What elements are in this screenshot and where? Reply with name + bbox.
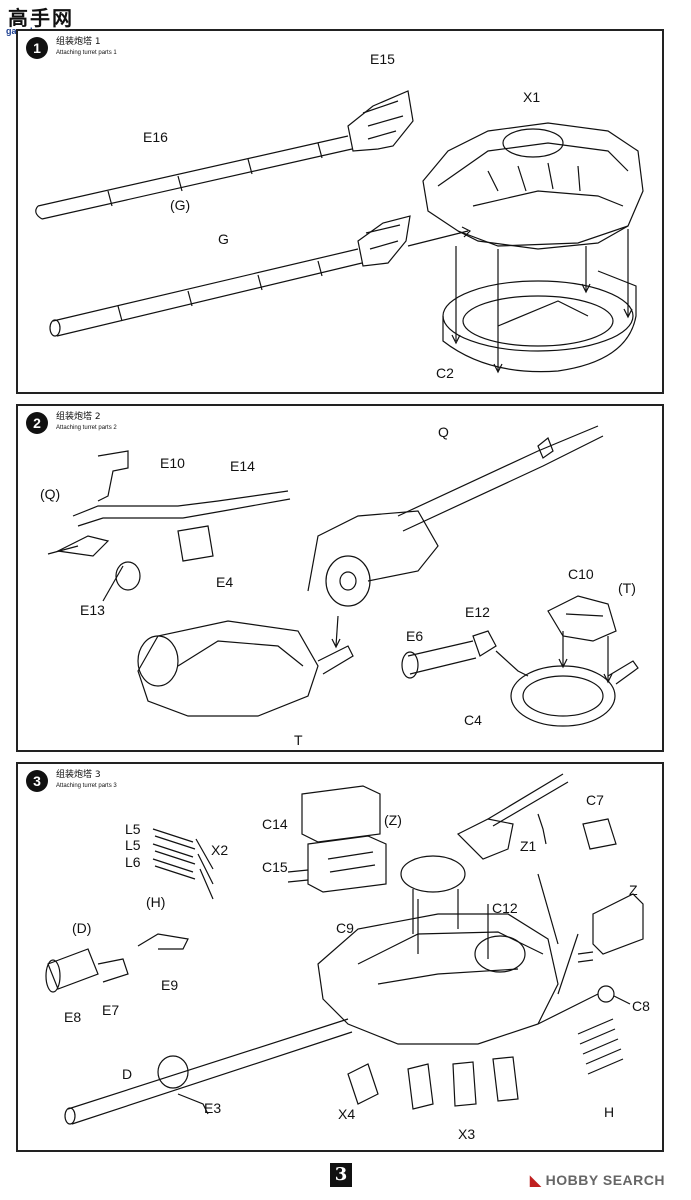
- label-h: H: [604, 1104, 615, 1120]
- label-e3: E3: [204, 1100, 222, 1116]
- step-3-subtitle: Attaching turret parts 3: [56, 783, 117, 789]
- label-d: D: [122, 1066, 133, 1082]
- label-c15: C15: [262, 859, 288, 875]
- label-d-paren: (D): [72, 920, 92, 936]
- step-1-panel: 1 组装炮塔 1 Attaching turret parts 1: [16, 29, 664, 394]
- label-t: T: [294, 732, 303, 748]
- label-g: G: [218, 231, 229, 247]
- label-x2: X2: [211, 842, 229, 858]
- label-c7: C7: [586, 792, 604, 808]
- step-3-illustration: [45, 773, 644, 1125]
- label-e4: E4: [216, 574, 234, 590]
- label-c2: C2: [436, 365, 454, 381]
- label-z: Z: [629, 882, 638, 898]
- label-g-paren: (G): [170, 197, 191, 213]
- label-l5-b: L5: [125, 837, 141, 853]
- label-c10: C10: [568, 566, 594, 582]
- step-2-number: 2: [26, 412, 48, 434]
- step-3-panel: 3 组装炮塔 3 Attaching turret parts 3: [16, 762, 664, 1152]
- step-1-illustration: [35, 90, 644, 374]
- label-x3: X3: [458, 1126, 476, 1142]
- label-e15: E15: [370, 51, 395, 67]
- label-x1: X1: [523, 89, 541, 105]
- label-e13: E13: [80, 602, 105, 618]
- logo-title: 高手网: [8, 6, 74, 30]
- label-c9: C9: [336, 920, 354, 936]
- label-e7: E7: [102, 1002, 120, 1018]
- step-1-number: 1: [26, 37, 48, 59]
- label-x4: X4: [338, 1106, 356, 1122]
- label-q-paren: (Q): [40, 486, 61, 502]
- label-e9: E9: [161, 977, 179, 993]
- label-c12: C12: [492, 900, 518, 916]
- step-2-subtitle: Attaching turret parts 2: [56, 425, 117, 431]
- label-h-paren: (H): [146, 894, 166, 910]
- label-l6: L6: [125, 854, 141, 870]
- step-2-illustration: [47, 425, 639, 727]
- label-q-top: Q: [438, 424, 449, 440]
- hobby-mark-icon: ◣: [530, 1172, 542, 1188]
- step-1-subtitle: Attaching turret parts 1: [56, 50, 117, 56]
- label-e8: E8: [64, 1009, 82, 1025]
- step-3-title: 组装炮塔 3: [56, 770, 101, 780]
- label-e6: E6: [406, 628, 424, 644]
- hobby-search-text: HOBBY SEARCH: [545, 1172, 665, 1188]
- page-number: 3: [330, 1163, 352, 1187]
- label-l5-a: L5: [125, 821, 141, 837]
- step-1-title: 组装炮塔 1: [56, 37, 101, 47]
- label-c4: C4: [464, 712, 482, 728]
- step-2-panel: 2 组装炮塔 2 Attaching turret parts 2: [16, 404, 664, 752]
- label-z1: Z1: [520, 838, 537, 854]
- label-e10: E10: [160, 455, 185, 471]
- step-2-title: 组装炮塔 2: [56, 412, 101, 422]
- label-e16: E16: [143, 129, 168, 145]
- label-c14: C14: [262, 816, 288, 832]
- label-e12: E12: [465, 604, 490, 620]
- step-3-number: 3: [26, 770, 48, 792]
- label-z-paren: (Z): [384, 812, 402, 828]
- hobby-search-logo: ◣ HOBBY SEARCH: [530, 1172, 665, 1189]
- label-t-paren: (T): [618, 580, 636, 596]
- label-c8: C8: [632, 998, 650, 1014]
- label-e14: E14: [230, 458, 255, 474]
